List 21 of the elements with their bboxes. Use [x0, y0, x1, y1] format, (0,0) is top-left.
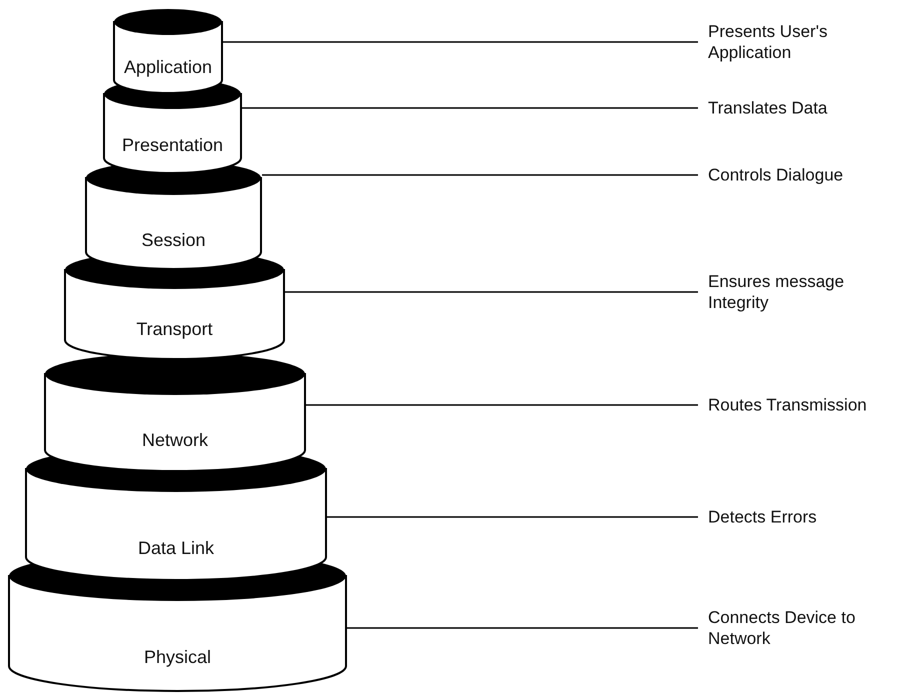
layer-label: Presentation [122, 135, 224, 156]
layer-label: Network [142, 430, 208, 451]
description-text: Ensures message Integrity [708, 271, 908, 313]
layer-label: Physical [144, 647, 212, 668]
layer-label: Data Link [138, 538, 214, 559]
layer-label: Session [141, 230, 206, 252]
leader-line [327, 516, 698, 518]
leader-line [223, 41, 698, 43]
leader-line [242, 107, 698, 109]
layer-label: Application [124, 56, 212, 78]
description-text: Presents User's Application [708, 21, 908, 63]
description-text: Connects Device to Network [708, 607, 908, 649]
description-text: Routes Transmission [708, 394, 908, 416]
description-text: Detects Errors [708, 506, 908, 528]
description-text: Translates Data [708, 98, 908, 118]
leader-line [262, 174, 698, 176]
leader-line [306, 404, 698, 406]
layer-label: Transport [136, 319, 213, 340]
leader-line [347, 627, 698, 629]
description-text: Controls Dialogue [708, 164, 908, 186]
leader-line [285, 291, 698, 293]
